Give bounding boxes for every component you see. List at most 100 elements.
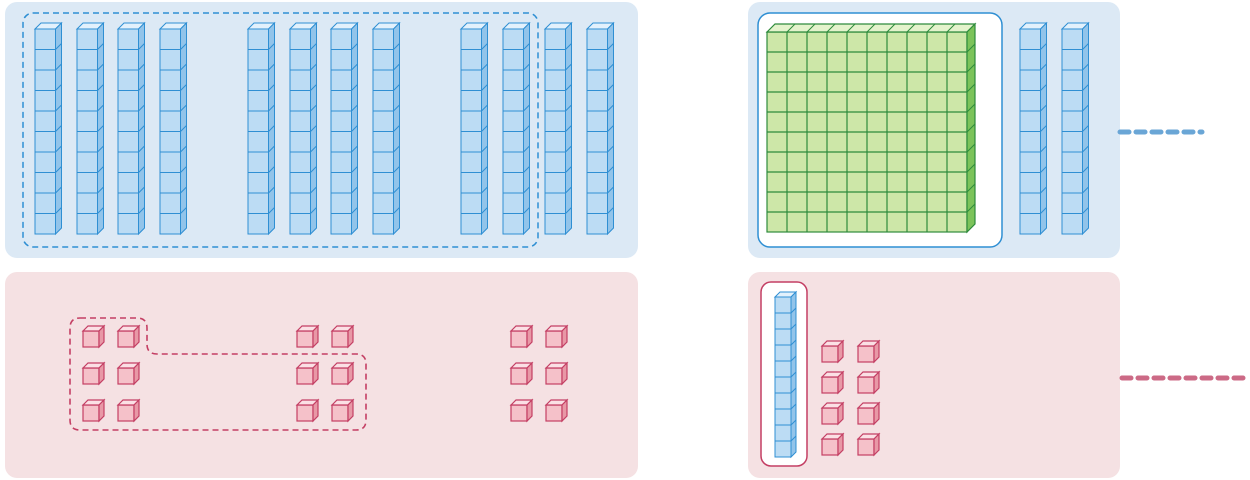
rod-cube-line	[180, 125, 187, 132]
unit-front-face	[331, 367, 349, 385]
rod-cube-line	[523, 145, 530, 153]
rod-cube-line	[523, 104, 530, 112]
flat-grid-line	[826, 23, 836, 33]
rod-cube-line	[565, 104, 572, 112]
flat-grid-line	[966, 123, 976, 133]
flat-grid-line	[946, 23, 956, 33]
unit-side-face	[873, 401, 880, 426]
ten-rod	[246, 21, 276, 236]
rod-cube-line	[351, 145, 358, 153]
rod-cube-line	[268, 166, 275, 173]
rod-cube-line	[393, 63, 400, 71]
ten-rod	[158, 21, 188, 236]
rod-cube-line	[790, 323, 797, 330]
rod-cube-line	[310, 125, 317, 132]
ten-rod	[543, 21, 573, 236]
rod-cube-line	[180, 104, 187, 112]
unit-cube	[116, 324, 141, 349]
unit-cube	[820, 432, 845, 457]
panel-bottom-left	[5, 272, 638, 478]
rod-cube-line	[1082, 145, 1089, 153]
rod-cube-line	[180, 63, 187, 71]
rod-cube-line	[1040, 104, 1047, 112]
unit-side-face	[133, 361, 140, 386]
flat-grid-line	[786, 23, 796, 33]
unit-side-face	[837, 339, 844, 364]
rod-cube-line	[1040, 125, 1047, 132]
rod-cube-line	[268, 145, 275, 153]
rod-cube-line	[138, 207, 145, 214]
unit-side-face	[837, 401, 844, 426]
unit-front-face	[296, 330, 314, 348]
unit-front-face	[510, 367, 528, 385]
unit-side-face	[312, 361, 319, 386]
rod-cube-line	[55, 43, 62, 50]
rod-cube-line	[481, 145, 488, 153]
ten-rod	[1018, 21, 1048, 236]
rod-cube-line	[310, 186, 317, 194]
unit-side-face	[873, 370, 880, 395]
rod-cube-line	[97, 63, 104, 71]
rod-cube-line	[55, 63, 62, 71]
flat-grid-line	[966, 83, 976, 93]
unit-cube	[820, 370, 845, 395]
rod-cube-line	[268, 63, 275, 71]
top-right-rods	[1018, 21, 1090, 236]
unit-front-face	[296, 367, 314, 385]
rod-cube-line	[180, 207, 187, 214]
unit-front-face	[545, 367, 563, 385]
rod-cube-line	[180, 84, 187, 91]
unit-cube	[509, 361, 534, 386]
unit-side-face	[347, 324, 354, 349]
flat-grid-line	[906, 23, 916, 33]
rod-cube-line	[1040, 43, 1047, 50]
rod-cube-line	[55, 186, 62, 194]
unit-cube	[856, 432, 881, 457]
rod-cube-line	[565, 145, 572, 153]
rod-cube-line	[268, 186, 275, 194]
unit-front-face	[857, 438, 875, 456]
rod-cube-line	[1040, 186, 1047, 194]
ten-rod	[329, 21, 359, 236]
unit-cube	[330, 361, 355, 386]
unit-front-face	[117, 330, 135, 348]
bottom-right-rod	[773, 290, 798, 459]
unit-front-face	[821, 438, 839, 456]
unit-side-face	[837, 432, 844, 457]
rod-cube-line	[607, 104, 614, 112]
rod-cube-line	[607, 145, 614, 153]
flat-grid-line	[966, 163, 976, 173]
rod-cube-line	[351, 186, 358, 194]
rod-cube-line	[310, 145, 317, 153]
rod-cube-line	[97, 145, 104, 153]
rod-cube-line	[393, 186, 400, 194]
rod-cube-line	[565, 207, 572, 214]
rod-cube-line	[310, 104, 317, 112]
rod-cube-line	[1082, 186, 1089, 194]
ten-rod	[501, 21, 531, 236]
unit-side-face	[347, 361, 354, 386]
rod-cube-line	[790, 419, 797, 426]
rod-cube-line	[180, 43, 187, 50]
rod-cube-line	[138, 125, 145, 132]
rod-cube-line	[55, 125, 62, 132]
flat-grid-line	[966, 203, 976, 213]
unit-front-face	[331, 330, 349, 348]
rod-cube-line	[1082, 63, 1089, 71]
rod-cube-line	[393, 84, 400, 91]
unit-cube	[856, 401, 881, 426]
rod-cube-line	[138, 43, 145, 50]
unit-front-face	[857, 345, 875, 363]
unit-side-face	[526, 324, 533, 349]
rod-cube-line	[607, 43, 614, 50]
rod-cube-line	[790, 387, 797, 394]
ten-rod	[288, 21, 318, 236]
unit-cube	[295, 398, 320, 423]
rod-cube-line	[310, 63, 317, 71]
flat-grid-line	[866, 23, 876, 33]
rod-cube-line	[1040, 166, 1047, 173]
hundred-flat	[765, 22, 977, 234]
rod-cube-line	[310, 207, 317, 214]
rod-cube-line	[393, 125, 400, 132]
